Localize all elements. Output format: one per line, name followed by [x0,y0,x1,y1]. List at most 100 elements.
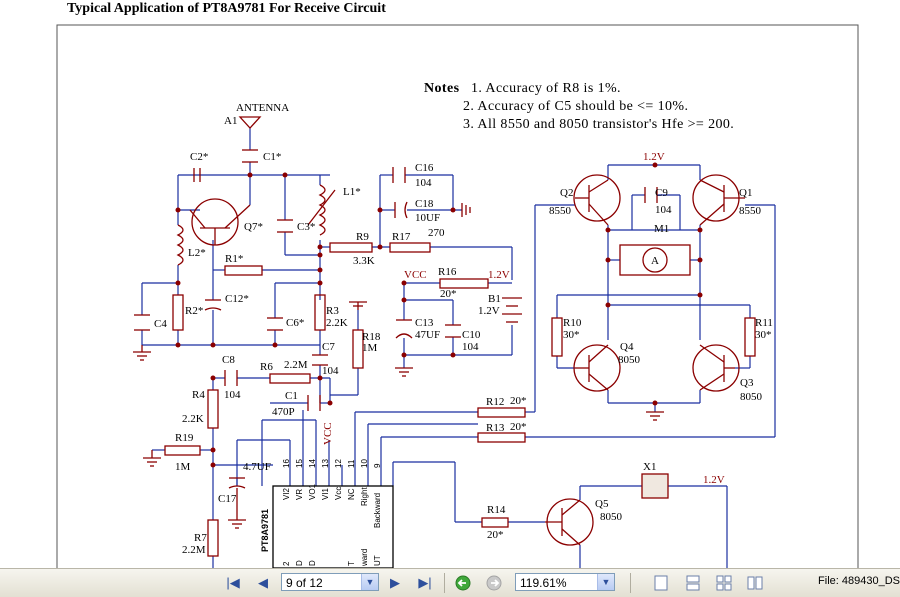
page-number-field[interactable]: 9 of 12 ▼ [281,573,379,591]
toolbar-separator [630,573,631,593]
label-q3v: 8050 [740,391,763,403]
next-page-icon[interactable]: ▶ [390,575,400,590]
label-r16v: 20* [440,288,457,300]
label-v12c: 1.2V [703,474,725,486]
label-pins-6: 10 [360,459,369,468]
label-r16: R16 [438,266,457,278]
label-c8v: 104 [224,389,241,401]
label-pins-7: 9 [373,463,382,468]
label-chip: PT8A9781 [260,509,270,552]
label-r6: R6 [260,361,273,373]
circuit-schematic: Notes 1. Accuracy of R8 is 1%. 2. Accura… [56,24,859,568]
first-page-icon[interactable]: |◀ [226,575,240,590]
label-motor: A [651,255,659,267]
zoom-field[interactable]: 119.61% ▼ [515,573,615,591]
label-pinnames-2: VO1 [308,483,317,500]
junction-dots [175,162,703,468]
label-v12b: 1.2V [643,151,665,163]
label-b1v: 1.2V [478,305,500,317]
continuous-view-icon[interactable] [684,574,702,592]
label-c1b: C1 [285,390,298,402]
label-r2: R2* [185,305,203,317]
label-q5: Q5 [595,498,609,510]
label-c2: C2* [190,151,208,163]
label-antenna: ANTENNA [236,102,289,114]
label-q4: Q4 [620,341,634,353]
document-viewport: Typical Application of PT8A9781 For Rece… [56,1,859,568]
label-pins-5: 11 [347,459,356,468]
label-c4: C4 [154,318,167,330]
label-q4v: 8050 [618,354,641,366]
label-r11v: 30* [755,329,772,341]
label-r7: R7 [194,532,207,544]
note-2: 2. Accuracy of C5 should be <= 10%. [463,99,688,114]
ground-symbols [133,203,664,529]
page-dropdown-icon[interactable]: ▼ [361,574,378,590]
label-bottompins-2: D [308,560,317,566]
toolbar-separator [444,573,445,593]
label-r7v: 2.2M [182,544,206,556]
label-r17: R17 [392,231,411,243]
label-r17v: 270 [428,227,445,239]
label-x1: X1 [643,461,656,473]
label-c13v: 47UF [415,329,440,341]
label-pinnames-5: NC [347,488,356,500]
label-bottompins-5: UT [373,555,382,566]
label-r13v: 20* [510,421,527,433]
label-c10: C10 [462,329,481,341]
label-pinnames-3: VI1 [321,487,330,500]
label-r12v: 20* [510,395,527,407]
label-r11: R11 [755,317,773,329]
facing-view-icon[interactable] [715,574,733,592]
label-q2: Q2 [560,187,573,199]
label-m1: M1 [654,223,669,235]
label-bottompins-4: ward [360,549,369,567]
label-v12a: 1.2V [488,269,510,281]
label-c10v: 104 [462,341,479,353]
label-q1: Q1 [739,187,752,199]
label-c1: C1* [263,151,281,163]
label-r9v: 3.3K [353,255,375,267]
single-page-view-icon[interactable] [652,574,670,592]
label-q3: Q3 [740,377,754,389]
label-pins-3: 13 [321,459,330,468]
label-bottompins-3: T [347,561,356,566]
label-r18: R18 [362,331,381,343]
continuous-facing-view-icon[interactable] [746,574,764,592]
label-c16v: 104 [415,177,432,189]
label-c12: C12* [225,293,249,305]
page-border [56,24,859,568]
label-c8: C8 [222,354,235,366]
note-3: 3. All 8550 and 8050 transistor's Hfe >=… [463,117,734,132]
label-pins-1: 15 [295,459,304,468]
notes-heading: Notes [424,81,460,96]
label-c9: C9 [655,187,668,199]
label-c13: C13 [415,317,434,329]
label-r3v: 2.2K [326,317,348,329]
go-back-icon[interactable] [454,574,472,592]
zoom-value: 119.61% [520,576,567,590]
label-c16: C16 [415,162,434,174]
label-r19: R19 [175,432,194,444]
page-number-value: 9 of 12 [286,576,323,590]
label-pinnames-6: Right [360,487,369,506]
label-c7v: 104 [322,365,339,377]
label-pins-0: 16 [282,459,291,468]
label-bottompins-0: 2 [282,561,291,566]
label-c1bv: 470P [272,406,295,418]
components [134,116,756,568]
go-forward-icon[interactable] [485,574,503,592]
label-r10v: 30* [563,329,580,341]
previous-page-icon[interactable]: ◀ [258,575,268,590]
label-r3: R3 [326,305,339,317]
label-r9: R9 [356,231,369,243]
label-a1: A1 [224,115,237,127]
label-pinnames-1: VR [295,489,304,500]
label-r4v: 2.2K [182,413,204,425]
zoom-dropdown-icon[interactable]: ▼ [597,574,614,590]
label-pinnames-7: Backward [373,493,382,528]
last-page-icon[interactable]: ▶| [418,575,432,590]
file-info: File: 489430_DS [818,575,900,587]
label-b1: B1 [488,293,501,305]
label-c18: C18 [415,198,434,210]
